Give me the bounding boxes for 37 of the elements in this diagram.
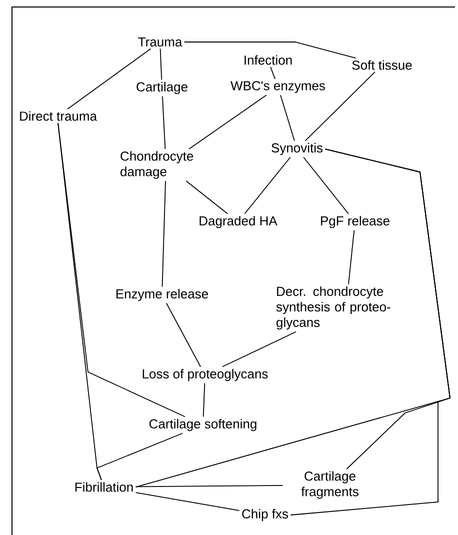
connector-line [166,302,202,368]
connector-line [96,432,184,480]
connector-line [135,484,284,488]
node-label: Fibrillation [75,482,133,492]
connector-line [270,66,276,80]
connector-line [160,48,162,80]
connector-line [184,42,356,58]
connector-line [348,230,355,285]
connector-line [244,156,291,214]
node-label: Chip fxs [242,508,288,522]
node-label: Cartilage softening [149,418,256,432]
node-label: Dagraded HA [200,216,278,228]
node-label: Chondrocyte damage [120,151,194,179]
node-label: Soft tissue [352,60,412,70]
connector-line [304,72,376,142]
node-label: Decr. chondrocyte synthesis of proteo-glycans [276,286,390,330]
node-label: WBC's enzymes [230,81,325,93]
connector-line [202,382,206,418]
node-label: Direct trauma [20,111,97,121]
connector-line [188,94,267,150]
connector-line [222,331,296,368]
node-label: Enzyme release [116,288,208,302]
connector-line [135,492,240,511]
node-label: PgF release [321,216,390,228]
node-label: Infection [244,55,292,65]
connector-line [162,180,166,288]
connector-line [303,156,349,214]
connector-line [290,148,450,516]
node-label: Trauma [138,37,182,47]
node-label: Synovitis [272,142,323,156]
node-label: Cartilage fragments [301,471,358,499]
connector-line [280,94,295,142]
connector-line [67,48,152,110]
node-label: Cartilage [136,82,188,94]
connector-line [186,180,228,214]
connector-line [162,96,166,150]
node-label: Loss of proteoglycans [142,368,268,382]
